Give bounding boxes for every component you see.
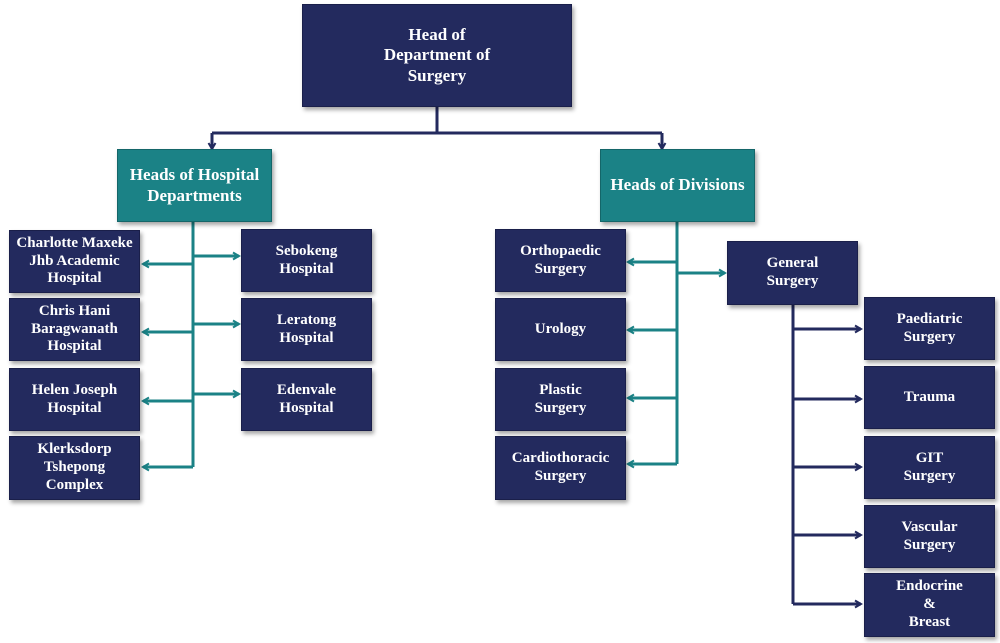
general-surgery-connector — [791, 305, 863, 609]
hospital-sebokeng: Sebokeng Hospital — [241, 229, 372, 292]
unit-trauma: Trauma — [864, 366, 995, 429]
unit-vascular-surgery: Vascular Surgery — [864, 505, 995, 568]
division-plastic: Plastic Surgery — [495, 368, 626, 431]
hospital-connector — [141, 222, 241, 472]
hospital-klerksdorp: Klerksdorp Tshepong Complex — [9, 436, 140, 500]
hospital-edenvale: Edenvale Hospital — [241, 368, 372, 431]
division-orthopaedic: Orthopaedic Surgery — [495, 229, 626, 292]
unit-paediatric-surgery: Paediatric Surgery — [864, 297, 995, 360]
heads-of-hospital-departments: Heads of Hospital Departments — [117, 149, 272, 222]
hospital-leratong: Leratong Hospital — [241, 298, 372, 361]
hospital-charlotte-maxeke: Charlotte Maxeke Jhb Academic Hospital — [9, 230, 140, 293]
division-general-surgery: General Surgery — [727, 241, 858, 305]
root-head-of-department: Head of Department of Surgery — [302, 4, 572, 107]
division-cardiothoracic: Cardiothoracic Surgery — [495, 436, 626, 500]
division-urology: Urology — [495, 298, 626, 361]
hospital-chris-hani: Chris Hani Baragwanath Hospital — [9, 298, 140, 361]
hospital-helen-joseph: Helen Joseph Hospital — [9, 368, 140, 431]
unit-endocrine-breast: Endocrine & Breast — [864, 573, 995, 637]
root-connector — [207, 107, 667, 151]
heads-of-divisions: Heads of Divisions — [600, 149, 755, 222]
unit-git-surgery: GIT Surgery — [864, 436, 995, 499]
division-connector — [626, 222, 727, 469]
